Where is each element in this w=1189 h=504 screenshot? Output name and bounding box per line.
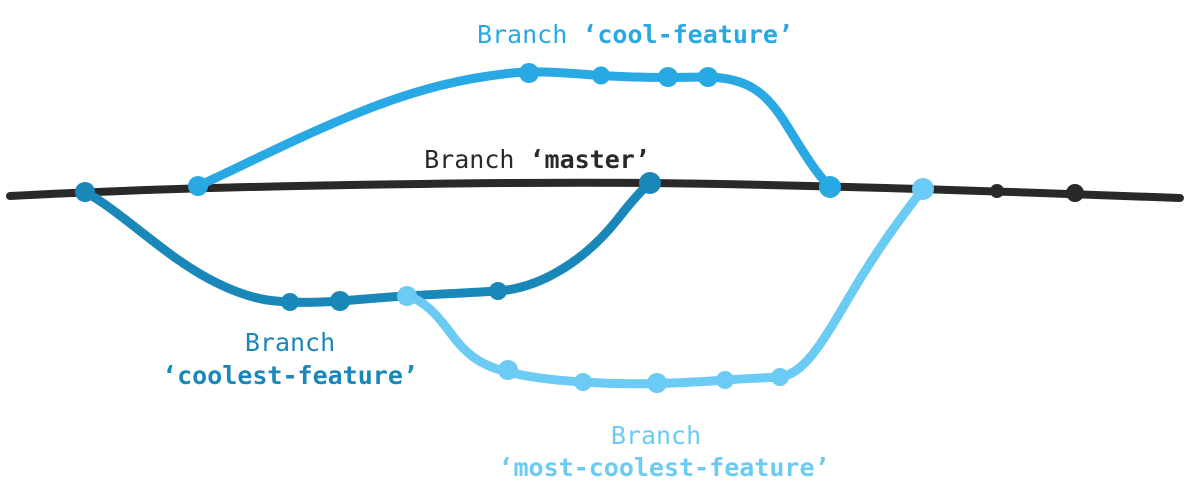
branch-master-group (6, 178, 1184, 202)
label-branch-most-coolest-feature-line1: Branch (611, 421, 701, 450)
merge-point-dot (819, 176, 841, 198)
label-branch-most-coolest-feature-name: ‘most-coolest-feature’ (498, 453, 829, 482)
branch-point-dot (397, 286, 417, 306)
branch-point-dot (75, 182, 95, 202)
commit-dot (658, 67, 678, 87)
branch-cool-feature-group (188, 63, 841, 198)
label-branch-master-name: ‘master’ (529, 145, 649, 174)
commit-dot (716, 371, 734, 389)
branch-master-commits (990, 184, 1084, 202)
branch-coolest-feature-line (80, 178, 655, 307)
branch-most-coolest-feature-commits (397, 178, 934, 393)
merge-point-dot (639, 172, 661, 194)
commit-dot (519, 63, 539, 83)
commit-dot (281, 293, 299, 311)
commit-dot (1066, 184, 1084, 202)
commit-dot (574, 373, 592, 391)
branch-master-line (6, 178, 1184, 202)
commit-dot (990, 184, 1004, 198)
branch-cool-feature-commits (188, 63, 841, 198)
commit-dot (330, 291, 350, 311)
branch-coolest-feature-commits (75, 172, 661, 311)
branch-most-coolest-feature-group (397, 178, 934, 393)
label-branch-cool-feature: Branch ‘cool-feature’ (477, 20, 793, 49)
commit-dot (489, 282, 507, 300)
commit-dot (498, 360, 518, 380)
merge-point-dot (912, 178, 934, 200)
label-branch-cool-feature-name: ‘cool-feature’ (582, 20, 793, 49)
label-branch-cool-feature-prefix: Branch (477, 20, 582, 49)
label-branch-master: Branch ‘master’ (424, 145, 650, 174)
branch-most-coolest-feature-line (402, 184, 928, 389)
commit-dot (592, 66, 610, 85)
branch-point-dot (188, 176, 208, 196)
label-branch-coolest-feature-name: ‘coolest-feature’ (162, 361, 418, 390)
label-branch-coolest-feature-line1: Branch (245, 328, 335, 357)
branch-coolest-feature-group (75, 172, 661, 311)
commit-dot (771, 368, 789, 386)
label-branch-master-prefix: Branch (424, 145, 529, 174)
commit-dot (698, 67, 718, 87)
commit-dot (647, 373, 667, 393)
